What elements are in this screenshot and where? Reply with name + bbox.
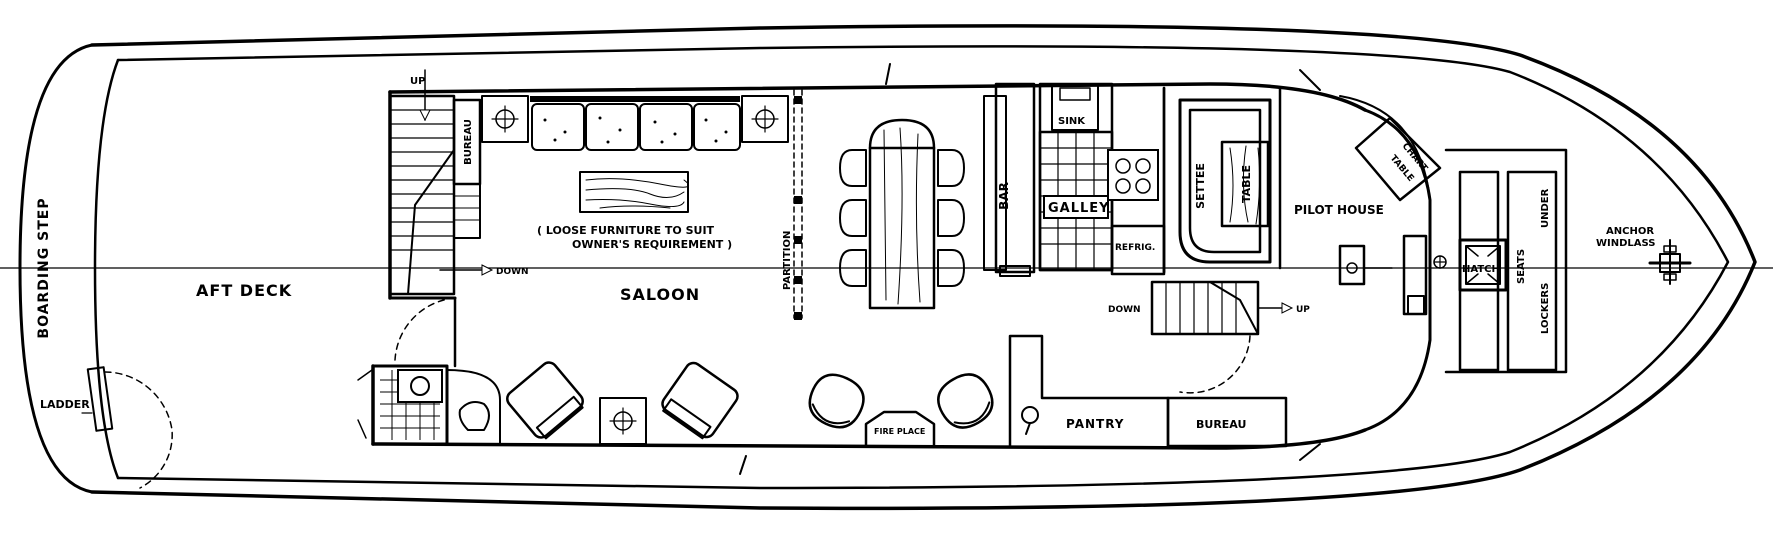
hull — [0, 24, 1773, 511]
fwd-up-label: UP — [1296, 305, 1310, 315]
settee-label: SETTEE — [1194, 163, 1207, 209]
saloon-label: SALOON — [620, 285, 700, 304]
hatch-label: HATCH — [1462, 264, 1500, 275]
pilot-house-label: PILOT HOUSE — [1294, 203, 1384, 217]
table-label: TABLE — [1240, 165, 1253, 203]
aft-deck-label: AFT DECK — [196, 281, 292, 300]
aft-stair — [388, 69, 494, 296]
bar — [983, 82, 1036, 277]
refrig-label: REFRIG. — [1115, 243, 1155, 253]
ladder-label: LADDER — [40, 398, 90, 411]
saloon-settee — [481, 95, 789, 151]
lockers-label: LOCKERS — [1540, 283, 1551, 334]
fwd-bureau-label: BUREAU — [1196, 418, 1246, 431]
boarding-ladder — [81, 366, 173, 489]
windlass-label: WINDLASS — [1596, 238, 1656, 249]
aft-down-label: DOWN — [496, 267, 529, 277]
aft-bureau-label: BUREAU — [463, 119, 474, 165]
galley-label: GALLEY — [1048, 201, 1110, 216]
fwd-down-label: DOWN — [1108, 305, 1141, 315]
fireplace-label: FIRE PLACE — [874, 427, 925, 436]
lower-saloon-furniture — [357, 361, 994, 448]
pilot-house — [1162, 86, 1447, 316]
dining-table — [839, 118, 965, 310]
seats-label: SEATS — [1516, 249, 1527, 284]
loose-furniture-label-1: ( LOOSE FURNITURE TO SUIT — [537, 224, 715, 237]
aft-bureau — [452, 98, 482, 239]
pantry-label: PANTRY — [1066, 417, 1124, 431]
fwd-stair — [1150, 280, 1294, 394]
under-label: UNDER — [1540, 188, 1551, 228]
partition-label: PARTITION — [782, 231, 793, 290]
anchor-label: ANCHOR — [1606, 226, 1654, 237]
foredeck — [1444, 148, 1692, 374]
aft-up-label: UP — [410, 76, 425, 87]
boarding-step-label: BOARDING STEP — [36, 197, 52, 338]
pantry — [1008, 334, 1288, 448]
bar-label: BAR — [997, 182, 1011, 210]
coffee-table — [579, 171, 689, 213]
sink-label: SINK — [1058, 116, 1086, 127]
loose-furniture-label-2: OWNER'S REQUIREMENT ) — [572, 238, 732, 251]
partition — [793, 89, 803, 320]
